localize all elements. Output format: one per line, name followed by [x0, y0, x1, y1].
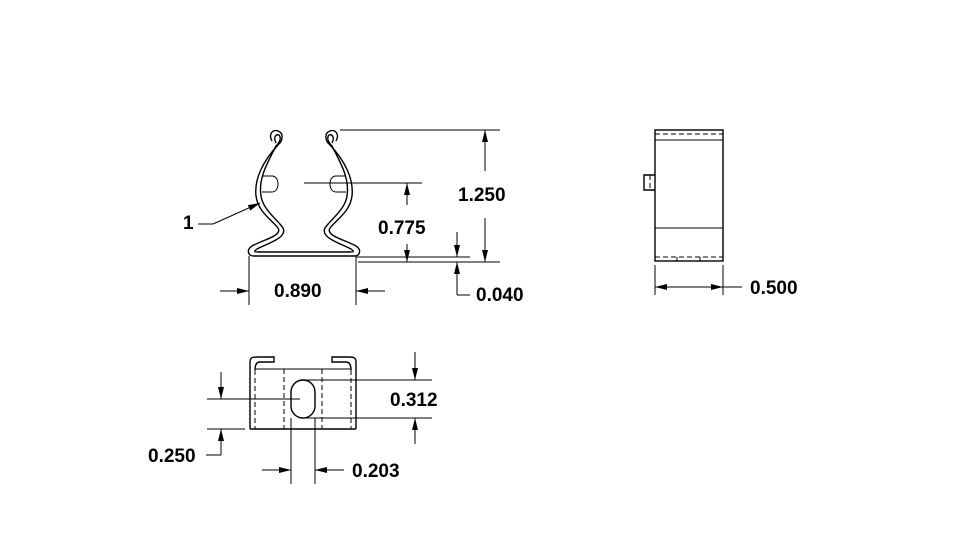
- dim-0500: 0.500: [750, 278, 798, 299]
- dimension-slot-length: 0.312: [303, 352, 438, 444]
- dimension-hole-center-height: 0.775: [304, 182, 426, 262]
- clip-left-arm: [247, 129, 300, 257]
- dim-0890: 0.890: [274, 281, 322, 302]
- bottom-view: 0.312 0.250 0.203: [148, 352, 438, 484]
- dim-0775: 0.775: [378, 218, 426, 239]
- dimension-slot-width: 0.203: [262, 418, 400, 484]
- dim-0040: 0.040: [476, 285, 524, 306]
- dimension-slot-offset: 0.250: [148, 372, 300, 467]
- dim-0203: 0.203: [352, 461, 400, 482]
- dim-1250: 1.250: [458, 185, 506, 206]
- dimension-base-thickness: 0.040: [356, 232, 524, 306]
- dimension-height-overall: 1.250: [340, 129, 506, 263]
- balloon-label: 1: [183, 213, 194, 234]
- side-view: 0.500: [643, 129, 798, 299]
- front-view: 1 1.250 0.775 0.040: [183, 129, 524, 306]
- dimension-width: 0.500: [654, 265, 798, 299]
- dimension-base-width: 0.890: [220, 256, 385, 305]
- dim-0250: 0.250: [148, 446, 196, 467]
- dim-0312: 0.312: [390, 390, 438, 411]
- balloon-1: 1: [183, 202, 261, 234]
- clip-right-arm: [300, 129, 361, 257]
